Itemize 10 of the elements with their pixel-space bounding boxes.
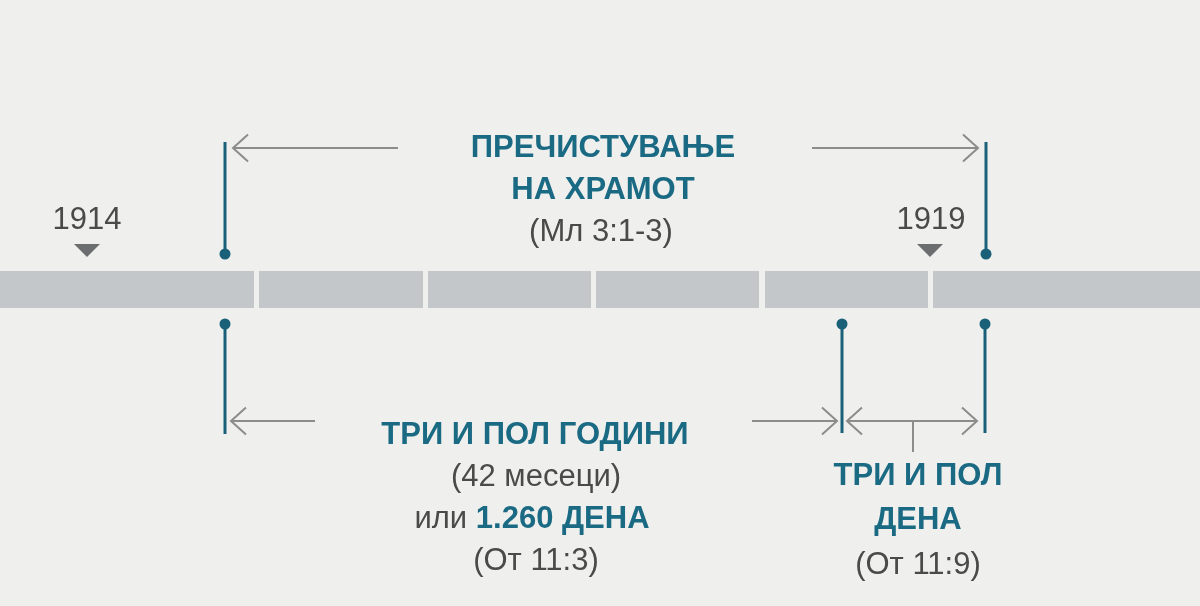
period-title: ПРЕЧИСТУВАЊЕ НА ХРАМОТ — [469, 128, 737, 208]
scripture-reference: (Мл 3:1-3) — [529, 212, 673, 250]
duration-note: или 1.260 ДЕНА — [414, 499, 650, 537]
duration-title: ТРИ И ПОЛ ГОДИНИ — [381, 415, 689, 453]
year-label: 1919 — [896, 200, 966, 238]
duration-title: ТРИ И ПОЛ ДЕНА — [832, 456, 1004, 538]
scripture-reference: (От 11:3) — [473, 541, 599, 579]
scripture-reference: (От 11:9) — [855, 545, 981, 583]
year-label: 1914 — [52, 200, 122, 238]
duration-note: (42 месеци) — [450, 457, 622, 495]
